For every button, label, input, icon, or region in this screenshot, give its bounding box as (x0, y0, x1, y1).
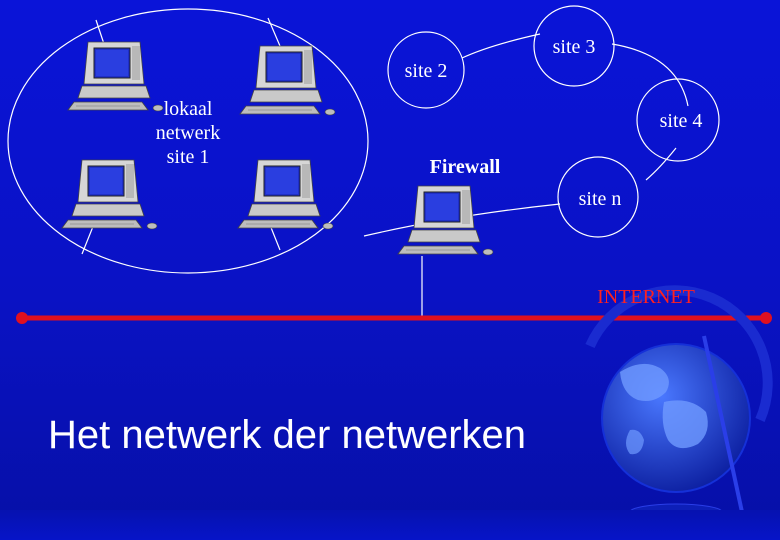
desktop-computer-icon (61, 159, 158, 230)
bus-endpoint-left (16, 312, 28, 324)
firewall-label: Firewall (429, 156, 501, 178)
site-4-label: site 4 (659, 110, 703, 132)
desktop-computer-icon (397, 185, 494, 256)
bottom-bar (0, 510, 780, 540)
site-4-circle (636, 78, 720, 162)
local-network-label-line-3: site 1 (166, 146, 210, 168)
bus-endpoint-right (760, 312, 772, 324)
globe-icon (585, 285, 773, 521)
slide-title: Het netwerk der netwerken (48, 413, 527, 457)
site-3-label: site 3 (552, 36, 596, 58)
desktop-computer-icon (239, 45, 336, 116)
site-2-label: site 2 (404, 60, 448, 82)
site-n-label: site n (578, 188, 622, 210)
site-2-circle (387, 31, 465, 109)
local-network-ellipse (7, 8, 369, 274)
desktop-computer-icon (237, 159, 334, 230)
internet-label: INTERNET (597, 286, 695, 308)
local-network-label-line-1: lokaal (163, 98, 213, 120)
local-network-label-line-2: netwerk (155, 122, 221, 144)
site-3-circle (533, 5, 615, 87)
site-n-circle (557, 156, 639, 238)
